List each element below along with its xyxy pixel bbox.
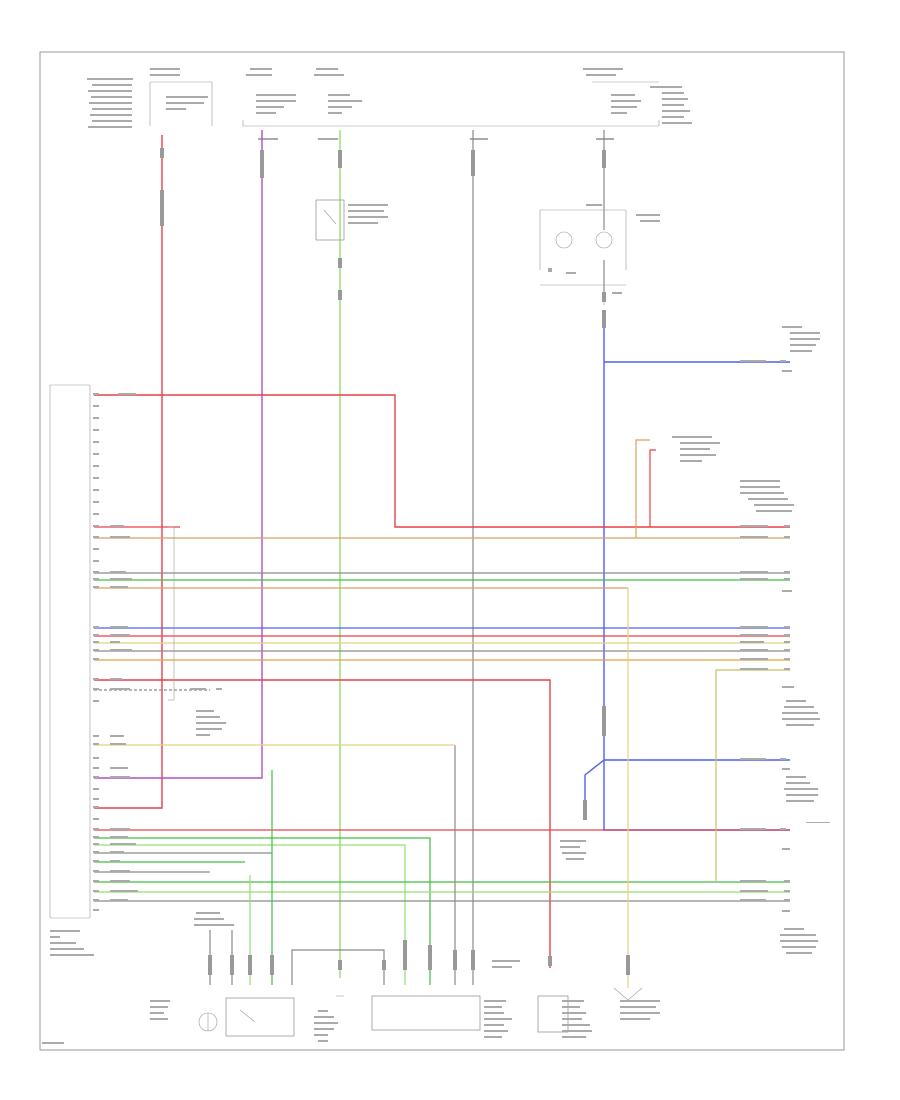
ecm-connector — [49, 384, 226, 956]
ecm-right-bundle — [94, 526, 790, 691]
label-block — [87, 68, 692, 140]
wire-red-ecm-top — [94, 394, 790, 968]
right-labels — [672, 326, 830, 954]
top-power-rail — [149, 81, 660, 127]
switch-icon — [315, 199, 388, 241]
ecm-pin-labels — [50, 393, 138, 956]
top-labels — [87, 68, 692, 140]
bottom-component-labels — [42, 840, 660, 1044]
sensor-icon — [539, 204, 660, 294]
wire-right-top-leads — [635, 439, 656, 538]
wire-blue-right — [584, 320, 790, 831]
wire-purple-main — [94, 130, 263, 779]
connector-icon — [160, 148, 630, 975]
diagram-frame — [39, 51, 845, 1051]
wire-red-main — [94, 135, 163, 809]
